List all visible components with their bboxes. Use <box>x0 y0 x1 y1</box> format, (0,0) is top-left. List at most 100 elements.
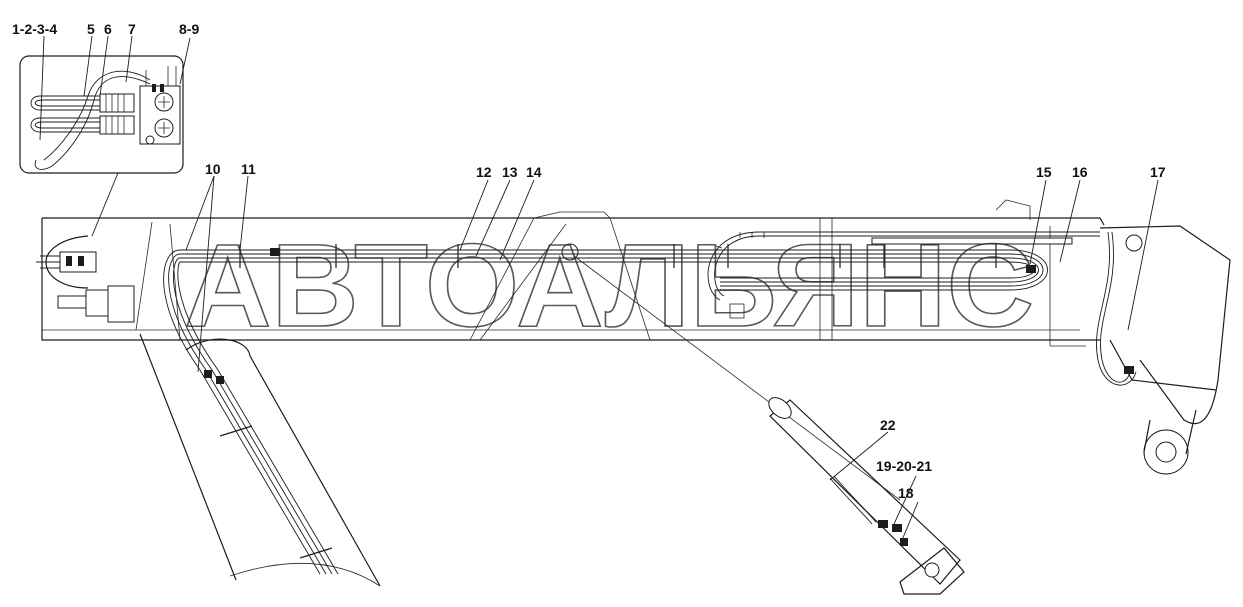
leader-13 <box>475 179 511 257</box>
right-cradle <box>1109 339 1217 391</box>
arm-fitting-2 <box>216 376 224 384</box>
lower-right-cylinder <box>573 255 965 595</box>
left-coupling <box>85 289 109 317</box>
boom-center-web <box>469 217 651 341</box>
boom-top-lug <box>995 199 1031 220</box>
leader-5 <box>83 35 93 97</box>
leader-1-2-3-4 <box>39 35 45 141</box>
inset-fitting-upper <box>99 93 135 113</box>
callout-13: 13 <box>502 164 518 180</box>
callout-8-9: 8-9 <box>179 21 199 37</box>
right-hose-b <box>1100 231 1131 383</box>
energy-chain-inner <box>714 235 1100 297</box>
callout-11: 11 <box>241 161 256 177</box>
cylinder-hose-22 <box>829 477 873 525</box>
boom-outline <box>41 217 1105 341</box>
right-end-assembly <box>1096 225 1231 475</box>
hose-line-2 <box>180 253 1044 287</box>
boom-section-joint <box>819 218 833 340</box>
inset-hose-loop-1 <box>30 95 132 111</box>
callout-leaders <box>39 35 1159 541</box>
arm-fitting-1 <box>204 370 212 378</box>
arm-hose-3 <box>172 257 333 575</box>
leader-17 <box>1127 179 1159 331</box>
inset-long-hose-2 <box>43 70 151 161</box>
right-hose-fitting <box>1124 366 1134 374</box>
left-mount-block <box>107 285 135 323</box>
callout-10: 10 <box>205 161 221 177</box>
inset-port-crosshairs <box>158 96 170 134</box>
cylinder-fitting-20 <box>900 538 908 546</box>
leader-11 <box>239 175 249 251</box>
arm-hose-4 <box>177 261 339 575</box>
callout-14: 14 <box>526 164 542 180</box>
cylinder-axis-line <box>573 255 901 501</box>
leader-8-9 <box>179 37 191 85</box>
leader-12 <box>459 179 489 251</box>
detail-inset <box>19 55 184 237</box>
inset-valve-tab-2 <box>160 84 164 92</box>
arm-hose-1 <box>163 249 321 575</box>
inset-valve-tab-1 <box>152 84 156 92</box>
inset-fitting-ribs <box>105 94 125 134</box>
hose-fitting-15 <box>1026 265 1036 273</box>
inset-fitting-lower <box>99 115 135 135</box>
cylinder-fitting-19 <box>892 524 902 532</box>
leader-15 <box>1029 179 1047 265</box>
lower-arm-bottom-arc <box>229 563 381 587</box>
lower-arm-sides <box>139 333 381 587</box>
callout-17: 17 <box>1150 164 1166 180</box>
energy-chain-links <box>710 232 765 263</box>
left-small-cylinder <box>57 295 87 309</box>
callout-1-2-3-4: 1-2-3-4 <box>12 21 57 37</box>
leader-16 <box>1059 179 1081 263</box>
left-valve-detail-2 <box>78 256 84 266</box>
callout-15: 15 <box>1036 164 1052 180</box>
right-top-pin <box>1125 234 1143 252</box>
cylinder-body <box>769 399 961 585</box>
callout-22: 22 <box>880 417 896 433</box>
leader-10 <box>185 175 215 373</box>
lower-left-arm <box>139 249 381 587</box>
inset-hose-loop-4 <box>34 121 132 129</box>
right-end-outline <box>1099 225 1231 425</box>
hose-line-3 <box>180 257 1039 283</box>
cylinder-top-cap <box>768 397 792 419</box>
callout-7: 7 <box>128 21 136 37</box>
boom-top-bracket <box>533 211 611 219</box>
cylinder-mount-pin <box>924 562 940 578</box>
detail-inset-frame <box>19 55 184 174</box>
callout-16: 16 <box>1072 164 1088 180</box>
boom-small-plate <box>729 303 745 319</box>
main-boom <box>36 199 1105 347</box>
hose-bundle <box>180 231 1100 301</box>
callout-19-20-21: 19-20-21 <box>876 458 932 474</box>
inset-valve-stems <box>145 66 177 86</box>
right-hose-a <box>1096 231 1137 386</box>
callout-6: 6 <box>104 21 112 37</box>
boom-right-step <box>1049 226 1086 347</box>
callout-5: 5 <box>87 21 95 37</box>
hose-line-1 <box>180 249 1048 291</box>
watermark-text: АВТОАЛЬЯНС <box>184 220 1034 352</box>
leader-19-20-21 <box>893 475 917 525</box>
inset-to-boom-leader <box>91 172 119 237</box>
right-eye-arms <box>1143 409 1197 455</box>
arm-clamps <box>219 425 333 559</box>
leader-7 <box>125 35 133 83</box>
lower-arm-top-arc <box>185 338 251 357</box>
callout-18: 18 <box>898 485 914 501</box>
callout-12: 12 <box>476 164 492 180</box>
boom-rail <box>871 237 1073 245</box>
leader-18 <box>901 501 919 541</box>
cylinder-hose-22b <box>833 475 877 523</box>
callout-labels: 1-2-3-4 5 6 7 8-9 10 11 12 13 14 15 16 1… <box>12 21 1166 501</box>
inset-long-hose <box>34 76 151 170</box>
hose-fitting-11 <box>270 248 280 256</box>
inset-small-bolt <box>145 135 155 145</box>
right-lower-eye-bore <box>1155 441 1177 463</box>
left-valve-detail-1 <box>66 256 72 266</box>
cylinder-fitting-18 <box>878 520 888 528</box>
hose-clamps <box>239 244 997 268</box>
